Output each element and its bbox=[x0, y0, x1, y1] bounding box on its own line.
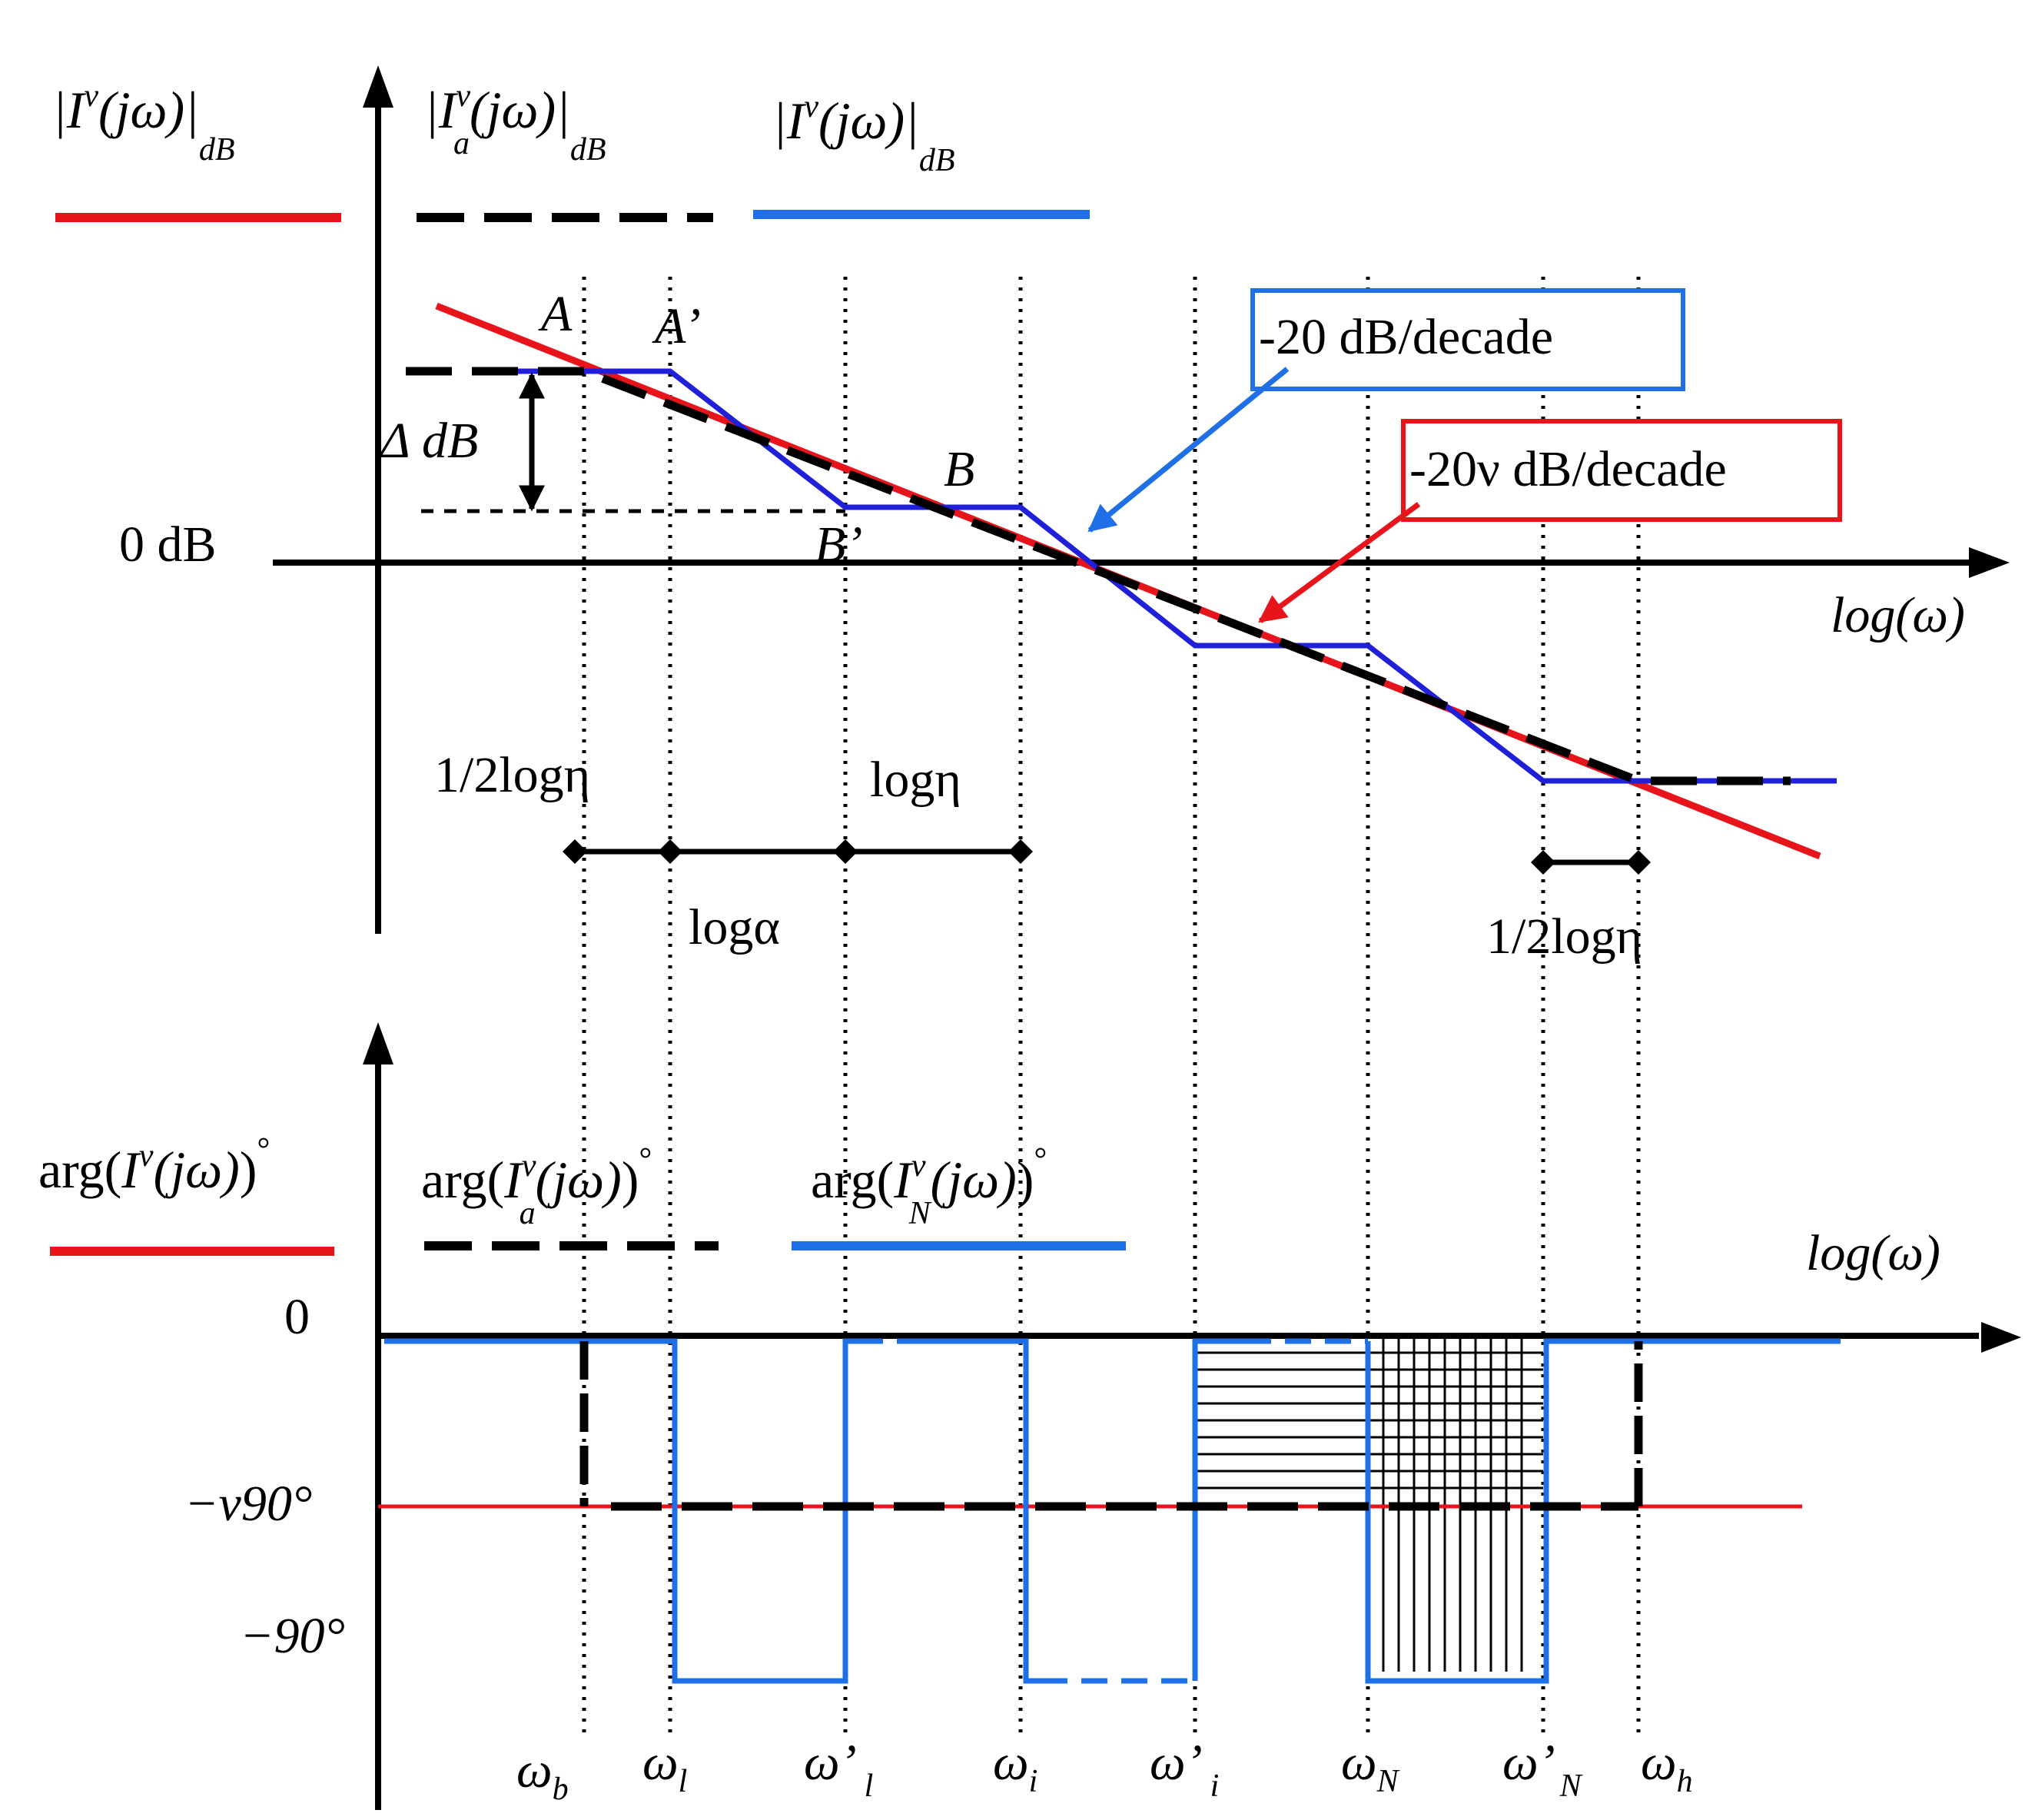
slope-blue-box bbox=[1250, 288, 1685, 391]
numeric-phase-line bbox=[384, 1338, 1841, 1684]
magnitude-plot: Δ dB 0 dB log(ω) A A’ B B’ -20 dB/decade… bbox=[119, 65, 2010, 965]
approx-phase-line bbox=[579, 1341, 1643, 1511]
freq-label-wb: ωb bbox=[516, 1742, 569, 1807]
freq-label-wi2: ω’i bbox=[1150, 1735, 1219, 1804]
phase-nu90-label: −ν90° bbox=[184, 1476, 312, 1532]
diamond-5 bbox=[1531, 850, 1555, 875]
slope-red-label: -20ν dB/decade bbox=[1409, 441, 1727, 497]
span-half-log-eta-left: 1/2logη bbox=[434, 747, 590, 803]
phase-xaxis-label: log(ω) bbox=[1806, 1225, 1940, 1281]
freq-label-wN: ωN bbox=[1341, 1735, 1400, 1799]
span-half-log-eta-right: 1/2logη bbox=[1486, 908, 1642, 965]
phase-zero-label: 0 bbox=[284, 1289, 310, 1345]
approx-magnitude-line bbox=[406, 367, 1791, 785]
mag-legend-exact: |Iν(jω)|dB bbox=[52, 78, 341, 222]
freq-label-wl2: ω’l bbox=[804, 1735, 873, 1804]
point-B-prime-label: B’ bbox=[815, 516, 862, 573]
freq-label-wl: ωl bbox=[642, 1735, 687, 1799]
span-log-eta: logη bbox=[870, 752, 961, 808]
frequency-labels: ωb ωl ω’l ωi ω’i ωN ω’N ωh bbox=[516, 1735, 1693, 1807]
diamond-1 bbox=[563, 839, 587, 864]
freq-label-wi: ωi bbox=[993, 1735, 1037, 1799]
delta-db-label: Δ dB bbox=[378, 413, 478, 469]
numeric-phase-seg-1 bbox=[384, 1338, 857, 1684]
point-B-label: B bbox=[944, 441, 974, 497]
mag-legend-numeric-label: |Iν(jω)|dB bbox=[772, 89, 955, 178]
point-A-label: A bbox=[538, 286, 573, 342]
diamond-3 bbox=[833, 839, 858, 864]
mag-xaxis-label: log(ω) bbox=[1831, 587, 1965, 643]
numeric-phase-dashed bbox=[857, 1338, 1368, 1684]
slope-blue-arrow bbox=[1087, 367, 1290, 533]
phase-legend-exact: arg(Iν(jω))° bbox=[38, 1132, 334, 1256]
mag-x-axis-arrowhead bbox=[1969, 547, 2010, 578]
phase-plot: 0 −ν90° −90° log(ω) bbox=[184, 1022, 2021, 1810]
span-markers bbox=[563, 839, 1651, 875]
phase-m90-label: −90° bbox=[240, 1608, 345, 1664]
span-log-alpha: logα bbox=[689, 899, 780, 955]
diamond-6 bbox=[1626, 850, 1651, 875]
mag-legend-numeric: |Iν(jω)|dB bbox=[753, 89, 1090, 219]
point-A-prime-label: A’ bbox=[652, 298, 701, 354]
phase-x-axis-arrowhead bbox=[1981, 1322, 2021, 1353]
diamond-2 bbox=[658, 839, 682, 864]
freq-label-wN2: ω’N bbox=[1502, 1735, 1583, 1804]
mag-legend-exact-label: |Iν(jω)|dB bbox=[52, 78, 235, 168]
freq-label-wh: ωh bbox=[1641, 1735, 1693, 1799]
diamond-4 bbox=[1008, 839, 1033, 864]
numeric-phase-seg-4 bbox=[1365, 1338, 1841, 1684]
numeric-phase-seg-3 bbox=[1192, 1338, 1245, 1681]
slope-red-arrow bbox=[1258, 502, 1421, 623]
phase-legend-exact-label: arg(Iν(jω))° bbox=[38, 1132, 270, 1199]
phase-y-axis-arrowhead bbox=[363, 1022, 393, 1064]
numeric-phase-seg-2 bbox=[907, 1338, 1041, 1684]
mag-zero-label: 0 dB bbox=[119, 516, 217, 573]
slope-blue-label: -20 dB/decade bbox=[1259, 309, 1553, 365]
mag-y-axis-arrowhead bbox=[363, 65, 393, 108]
slope-red-box bbox=[1401, 419, 1842, 522]
